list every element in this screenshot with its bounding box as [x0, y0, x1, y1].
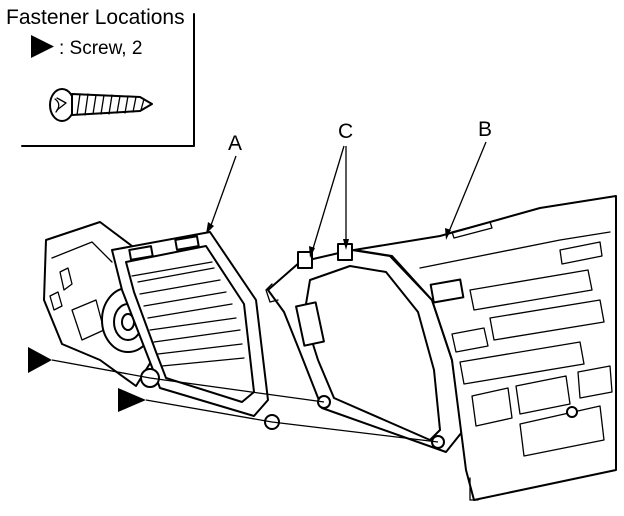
screw-arrow-icon [28, 347, 52, 373]
solid-triangle-arrow-icon [31, 35, 54, 58]
legend-box-border [21, 13, 195, 147]
legend-screw-text: : Screw, 2 [59, 38, 142, 59]
screw-arrow-icon [118, 388, 146, 412]
callout-a-label: A [228, 132, 242, 155]
screw-icon [49, 88, 153, 122]
fastener-pointers [28, 347, 439, 443]
part-b-dash-panel [353, 195, 617, 501]
part-a-air-vent [43, 221, 280, 430]
callout-c: C [309, 120, 353, 258]
callout-b: B [445, 118, 492, 240]
callout-b-label: B [478, 118, 492, 141]
callout-a: A [206, 132, 242, 234]
callout-c-label: C [338, 120, 353, 143]
fastener-legend: Fastener Locations : Screw, 2 [6, 6, 195, 147]
legend-title: Fastener Locations [6, 6, 185, 29]
